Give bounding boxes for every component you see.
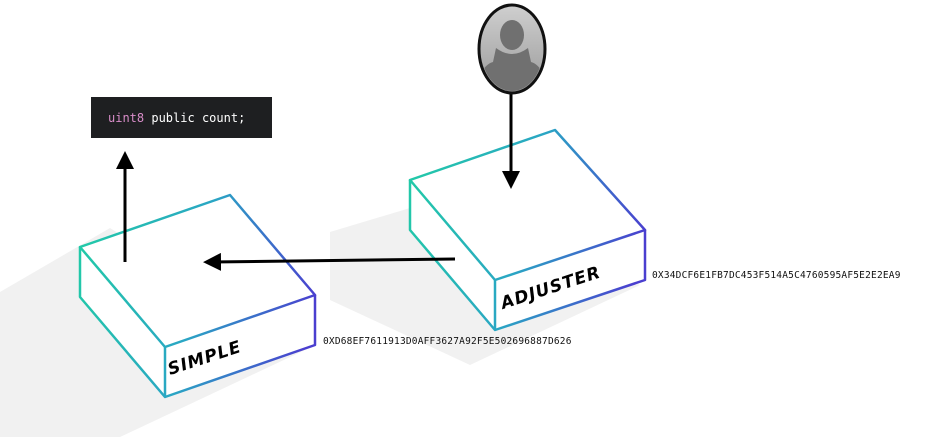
user-avatar-icon (477, 3, 547, 95)
simple-address: 0XD68EF7611913D0AFF3627A92F5E502696887D6… (323, 336, 572, 347)
simple-contract-box: SIMPLE (78, 193, 317, 399)
code-identifier: count (201, 110, 239, 125)
code-keyword: public (151, 110, 195, 125)
arrow-adjuster-to-simple (203, 252, 456, 271)
code-terminator: ; (238, 110, 246, 125)
code-snippet: uint8 public count; (91, 97, 272, 138)
adjuster-address: 0X34DCF6E1FB7DC453F514A5C4760595AF5E2E2E… (652, 270, 901, 281)
code-type: uint8 (108, 110, 145, 125)
